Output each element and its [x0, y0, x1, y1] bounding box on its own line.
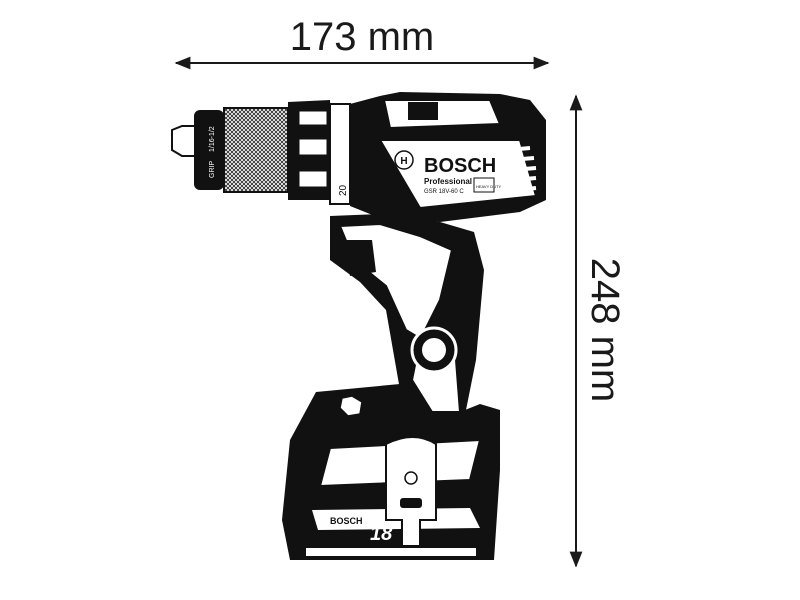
battery-voltage: 18	[370, 523, 393, 545]
chuck: GRIP 1/16-1/2	[194, 100, 334, 200]
drill-brand: BOSCH	[424, 155, 496, 177]
hex-bit-holder-icon	[339, 395, 363, 417]
svg-text:H: H	[400, 156, 407, 167]
trigger	[344, 240, 376, 276]
motor-housing: H BOSCH Professional GSR 18V-60 C HEAVY …	[350, 92, 546, 222]
screw-icon	[404, 471, 418, 485]
drill-line: Professional	[424, 177, 472, 186]
height-dimension: 248 mm	[569, 94, 627, 568]
chuck-tip	[171, 125, 197, 157]
drill-badge: HEAVY DUTY	[476, 184, 502, 189]
battery: BOSCH 18	[282, 384, 500, 560]
battery-brand: BOSCH	[330, 516, 363, 526]
clutch-setting: 20	[338, 184, 349, 196]
chuck-range-label: 1/16-1/2	[209, 126, 216, 152]
drill-model: GSR 18V-60 C	[424, 189, 464, 195]
chuck-grip-label: GRIP	[209, 161, 216, 178]
height-dimension-label: 248 mm	[583, 258, 627, 403]
width-dimension-label: 173 mm	[290, 15, 435, 59]
belt-clip	[385, 436, 437, 547]
bosch-logo-icon	[394, 150, 414, 170]
handle	[330, 214, 484, 424]
width-dimension: 173 mm	[174, 15, 550, 70]
